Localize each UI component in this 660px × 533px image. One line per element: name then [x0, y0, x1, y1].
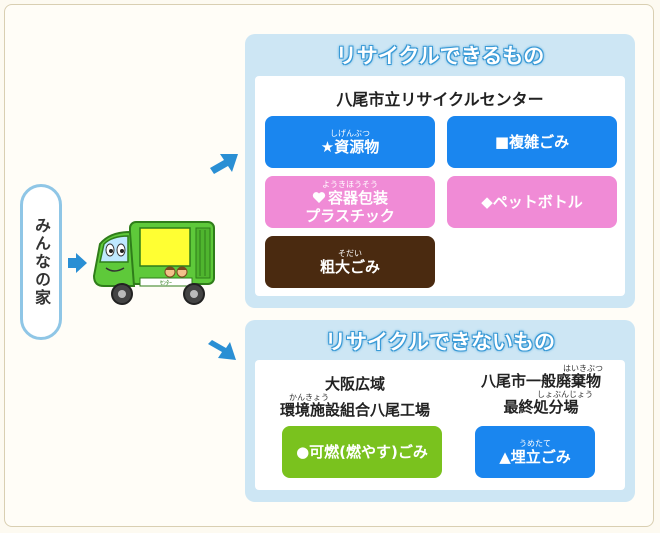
burnable-waste-label: ●可燃(燃やす)ごみ: [296, 443, 428, 461]
plastic-packaging-label2: プラスチック: [305, 206, 395, 225]
plastic-packaging-button[interactable]: ようきほうそう 容器包装 プラスチック: [265, 176, 435, 228]
truck-side-text: ｾﾝﾀｰ: [160, 280, 172, 287]
landfill-line1: 八尾市一般廃棄物: [480, 372, 601, 390]
non-recyclable-title: リサイクルできないもの: [325, 330, 555, 354]
complex-waste-label: ■複雑ごみ: [494, 133, 570, 151]
incineration-plant-label: 大阪広域 かんきょう 環境施設組合八尾工場: [265, 376, 445, 419]
landfill-waste-label: ▲埋立ごみ: [499, 447, 571, 466]
oversized-waste-label: 粗大ごみ: [319, 257, 380, 276]
oversized-waste-ruby: そだい: [338, 248, 362, 258]
burnable-waste-button[interactable]: ●可燃(燃やす)ごみ: [282, 426, 442, 478]
oversized-waste-button[interactable]: そだい 粗大ごみ: [265, 236, 435, 288]
garbage-truck-icon: ｾﾝﾀｰ: [92, 221, 215, 305]
resources-ruby: しげんぶつ: [330, 128, 370, 138]
pet-bottle-button[interactable]: ◆ペットボトル: [447, 176, 617, 228]
landfill-ruby1: はいきぶつ: [563, 364, 603, 373]
incineration-ruby: かんきょう: [289, 393, 329, 402]
landfill-waste-ruby: うめたて: [519, 438, 551, 448]
plastic-packaging-label: 容器包装: [327, 188, 388, 207]
home-label: みんなの家: [32, 217, 51, 307]
resources-label: ★資源物: [320, 137, 380, 156]
plastic-packaging-ruby: ようきほうそう: [322, 179, 378, 189]
recyclable-panel: リサイクルできるもの 八尾市立リサイクルセンター しげんぶつ ★資源物 ■複雑ご…: [245, 34, 635, 308]
non-recyclable-panel: リサイクルできないもの 大阪広域 かんきょう 環境施設組合八尾工場 ●可燃(燃や…: [245, 320, 635, 502]
recycling-center-name: 八尾市立リサイクルセンター: [336, 90, 544, 109]
landfill-line2: 最終処分場: [503, 398, 579, 416]
complex-waste-button[interactable]: ■複雑ごみ: [447, 116, 617, 168]
resources-button[interactable]: しげんぶつ ★資源物: [265, 116, 435, 168]
heart-icon: [312, 192, 326, 203]
arrow-to-non-recyclable-icon: [208, 340, 236, 360]
landfill-waste-button[interactable]: うめたて ▲埋立ごみ: [475, 426, 595, 478]
incineration-line2: 環境施設組合八尾工場: [279, 401, 430, 419]
recyclable-inner: 八尾市立リサイクルセンター しげんぶつ ★資源物 ■複雑ごみ ようきほうそう 容…: [255, 76, 625, 296]
recyclable-title: リサイクルできるもの: [335, 44, 545, 68]
landfill-ruby2: しょぶんじょう: [537, 390, 593, 399]
pet-bottle-label: ◆ペットボトル: [481, 193, 583, 211]
landfill-site-label: はいきぶつ 八尾市一般廃棄物 しょぶんじょう 最終処分場: [461, 364, 621, 416]
home-box: みんなの家: [20, 184, 62, 340]
non-recyclable-inner: 大阪広域 かんきょう 環境施設組合八尾工場 ●可燃(燃やす)ごみ はいきぶつ 八…: [255, 360, 625, 490]
arrow-to-recyclable-icon: [210, 154, 238, 174]
arrow-home-to-truck-icon: [68, 253, 87, 273]
incineration-line1: 大阪広域: [324, 375, 385, 393]
